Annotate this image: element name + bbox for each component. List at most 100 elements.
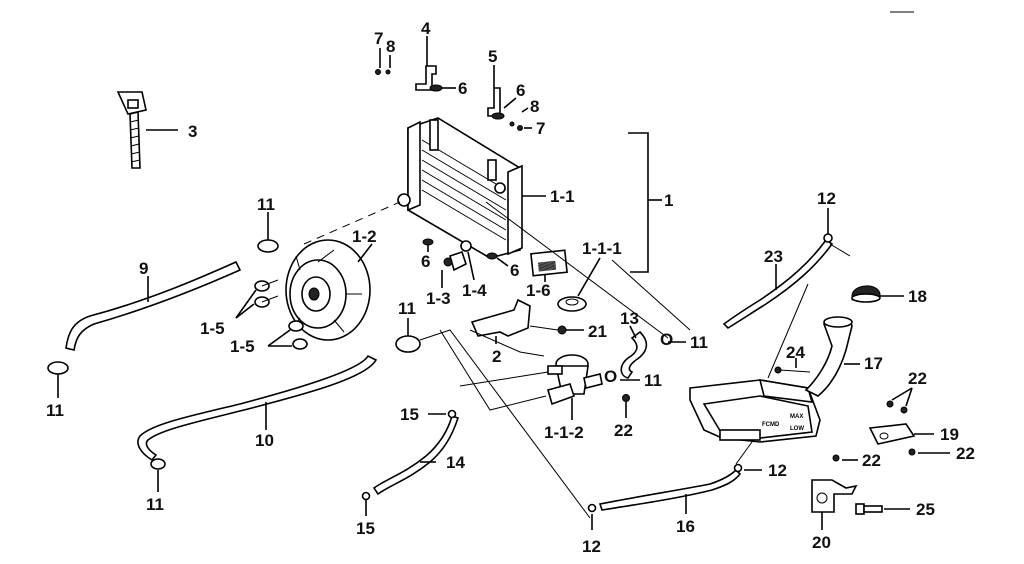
label-1-1: 1-1 [550,187,575,206]
reservoir-cap-18 [851,285,881,303]
label-22d: 22 [956,444,975,463]
grommet-6b [491,112,505,120]
label-22c: 22 [862,451,881,470]
label-2: 2 [492,347,501,366]
clamp-11a [257,239,279,253]
clamp-12a [823,233,833,243]
label-11d: 11 [644,371,662,390]
bracket-19 [868,423,916,445]
fan-1-2 [285,239,371,341]
label-1-4: 1-4 [462,281,487,300]
label-15b: 15 [356,519,375,538]
thermo-switch-1-3 [443,250,467,272]
label-23: 23 [764,247,783,266]
label-9: 9 [139,259,148,278]
label-6d: 6 [510,261,519,280]
bolts-1-5 [254,279,308,350]
label-15a: 15 [400,405,419,424]
bolt-22b [886,400,894,408]
label-1-3: 1-3 [426,289,451,308]
washer-8a [385,69,391,75]
label-1-1-2: 1-1-2 [544,423,584,442]
callout-labels: 7 8 4 6 5 6 8 7 3 1-1 1 11 1-2 9 6 6 1-3… [46,19,975,556]
label-22b: 22 [908,369,927,388]
label-4: 4 [421,19,431,38]
svg-text:MAX: MAX [790,414,803,420]
label-19: 19 [940,425,959,444]
bracket-4 [415,36,437,91]
label-10: 10 [255,431,274,450]
cable-tie-3 [116,91,147,169]
washer-1-4 [460,240,472,252]
label-16: 16 [676,517,695,536]
hose-23 [722,238,834,330]
bolt-22a [622,394,630,402]
bolt-22d [832,454,840,462]
hose-14 [372,414,460,496]
label-22a: 22 [614,421,633,440]
clamp-12c [733,463,743,473]
bolt-7b [517,125,523,131]
svg-text:O: O [660,330,673,349]
hose-10 [137,354,378,462]
reservoir-tank: MAX LOW FCMD [689,379,821,443]
label-14: 14 [446,453,465,472]
bolt-22c [900,406,908,414]
bolt-22e [908,448,916,456]
label-8b: 8 [530,97,539,116]
label-6b: 6 [516,81,525,100]
hose-16 [598,468,742,511]
svg-text:LOW: LOW [790,426,804,432]
label-7a: 7 [374,29,383,48]
radiator [397,117,523,259]
clamp-12b [587,503,597,513]
label-21: 21 [588,322,607,341]
clamp-15b [361,491,371,501]
grommet-6c [422,238,434,246]
clamp-11d [395,335,421,353]
cap-1-1-1 [557,296,587,312]
label-1-5a: 1-5 [200,319,225,338]
label-1-5b: 1-5 [230,337,255,356]
label-11e: 11 [46,401,64,420]
bracket-2 [470,298,531,337]
washer-8b [509,121,515,127]
bolt-7a [375,69,381,75]
label-1-2: 1-2 [352,227,377,246]
label-12c: 12 [582,537,601,556]
label-7b: 7 [536,119,545,138]
label-11f: 11 [146,495,164,514]
bracket-5 [487,65,501,117]
clamp-15a [447,409,457,419]
label-11c: 11 [690,333,708,352]
label-8a: 8 [386,37,395,56]
bolt-21 [557,325,567,335]
label-11a: 11 [257,195,275,214]
hose-13 [620,330,648,379]
bracket-20 [811,479,858,513]
svg-text:O: O [604,367,617,386]
grommet-6d [486,252,498,260]
label-17: 17 [864,354,883,373]
label-11b: 11 [398,299,416,318]
label-25: 25 [916,500,935,519]
label-1-1-1: 1-1-1 [582,239,622,258]
label-1: 1 [664,191,673,210]
group-1-bracket [628,132,649,273]
filler-neck-1-1-2 [547,354,603,406]
label-13: 13 [620,309,639,328]
label-20: 20 [812,533,831,552]
label-3: 3 [188,122,197,141]
label-5: 5 [488,47,497,66]
label-12a: 12 [817,189,836,208]
label-24: 24 [786,343,805,362]
label-18: 18 [908,287,927,306]
svg-text:FCMD: FCMD [762,422,780,428]
hose-9 [65,260,242,351]
bolt-25 [855,503,883,515]
label-12b: 12 [768,461,787,480]
svg-text:▓▓▓: ▓▓▓ [538,260,557,272]
filler-pipe-17 [804,318,853,397]
